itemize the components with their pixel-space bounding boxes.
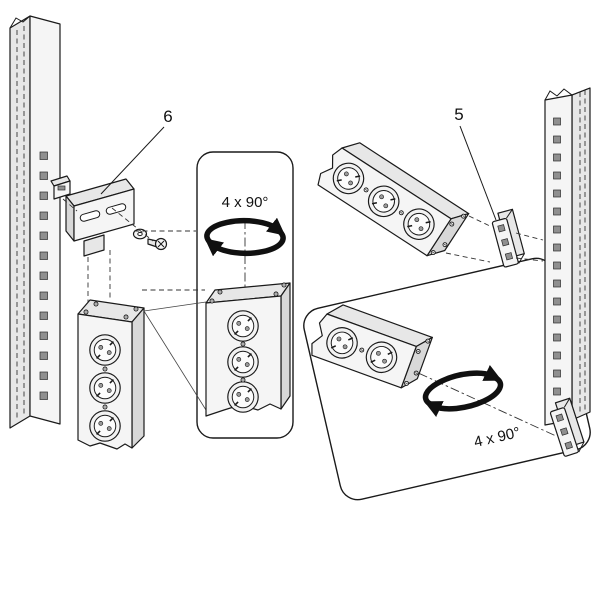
- item-6-callout: 6: [100, 107, 173, 195]
- rotation-note-left: 4 x 90°: [204, 194, 286, 297]
- screw-dot: [133, 306, 139, 312]
- projection-line: [143, 301, 207, 312]
- screw-dot: [281, 282, 287, 288]
- socket-strip-callout-right: [311, 304, 433, 389]
- socket-strip-middle: [205, 282, 291, 417]
- screw-dot: [209, 298, 215, 304]
- screw-dot: [83, 309, 89, 315]
- strip-side-face: [280, 282, 291, 410]
- item-5-callout: 5: [454, 105, 497, 221]
- power-socket: [89, 372, 121, 404]
- bracket-front-face: [73, 188, 135, 242]
- rail-hole: [39, 391, 48, 400]
- power-socket: [227, 381, 259, 413]
- alignment-line: [62, 198, 78, 212]
- rail-hole: [553, 315, 561, 324]
- rail-hole: [553, 153, 561, 162]
- rail-hole: [553, 351, 561, 360]
- screw-dot: [240, 341, 246, 347]
- rail-hole: [39, 311, 48, 320]
- rail-side-face: [571, 87, 591, 421]
- item-6-label: 6: [163, 107, 172, 126]
- item-5-label: 5: [454, 105, 463, 124]
- mounting-bracket-6: [65, 178, 135, 257]
- alignment-line: [111, 207, 154, 242]
- alignment-line: [468, 215, 493, 228]
- alignment-line: [515, 257, 544, 262]
- rail-hole: [553, 297, 561, 306]
- rail-hole: [39, 371, 48, 380]
- rail-hole: [39, 251, 48, 260]
- rotation-arc: [204, 228, 286, 257]
- washer-icon: [132, 228, 148, 240]
- bracket-bottom-tab: [83, 234, 105, 257]
- rail-hole: [39, 211, 48, 220]
- leader-line: [100, 126, 165, 195]
- rack-rail-left: [9, 15, 61, 429]
- screw-cross-slot: [157, 240, 165, 248]
- power-socket: [89, 410, 121, 442]
- rail-hole: [553, 207, 561, 216]
- washer-hole: [137, 231, 143, 237]
- alignment-line: [445, 252, 491, 263]
- power-socket: [89, 334, 121, 366]
- rack-rail-right: [544, 87, 591, 426]
- screw-dot: [240, 377, 246, 383]
- rail-hole: [39, 331, 48, 340]
- rail-hole: [39, 351, 48, 360]
- rail-hole: [553, 333, 561, 342]
- rail-hole: [553, 171, 561, 180]
- rail-hole: [39, 231, 48, 240]
- rotation-arc: [422, 365, 502, 407]
- clip-slot: [57, 185, 66, 191]
- rail-hole: [553, 135, 561, 144]
- rail-hole: [553, 369, 561, 378]
- rail-hole: [553, 279, 561, 288]
- screw-dot: [102, 404, 108, 410]
- rotation-arrows-icon: [422, 365, 504, 417]
- rail-hole-column: [39, 151, 48, 400]
- rail-hole: [39, 191, 48, 200]
- rail-hole: [553, 225, 561, 234]
- rail-hole: [553, 387, 561, 396]
- screw-dot: [273, 291, 279, 297]
- bracket-slot: [105, 203, 127, 215]
- rail-hole: [39, 271, 48, 280]
- socket-strip-right: [317, 142, 470, 257]
- power-socket: [227, 310, 259, 342]
- rotation-arc: [204, 217, 286, 246]
- rail-hole: [39, 171, 48, 180]
- rail-hole: [39, 291, 48, 300]
- rail-hole: [553, 117, 561, 126]
- rail-front-face: [29, 15, 61, 425]
- projection-line: [143, 310, 207, 411]
- rail-top-cut: [544, 87, 591, 101]
- rotation-arc: [424, 375, 504, 417]
- screw-dot: [217, 289, 223, 295]
- rotation-arrows-icon: [204, 217, 286, 257]
- socket-strip-left: [77, 299, 145, 450]
- rail-hole-column: [553, 117, 561, 396]
- rail-hole: [553, 261, 561, 270]
- screw-dot: [123, 314, 129, 320]
- rail-side-face: [9, 15, 31, 429]
- alignment-line: [515, 232, 544, 241]
- rail-hole: [553, 189, 561, 198]
- bracket-slot: [79, 210, 101, 222]
- screw-dot: [102, 366, 108, 372]
- screw-dot: [93, 301, 99, 307]
- rail-hole: [553, 243, 561, 252]
- strip-side-face: [131, 307, 145, 449]
- screw-icon: [147, 237, 168, 251]
- power-socket: [227, 346, 259, 378]
- leader-line: [459, 125, 497, 221]
- cage-nut-clip: [50, 175, 71, 200]
- rail-hole: [39, 151, 48, 160]
- rail-top-cut: [9, 15, 31, 29]
- rotation-text-left: 4 x 90°: [222, 194, 269, 211]
